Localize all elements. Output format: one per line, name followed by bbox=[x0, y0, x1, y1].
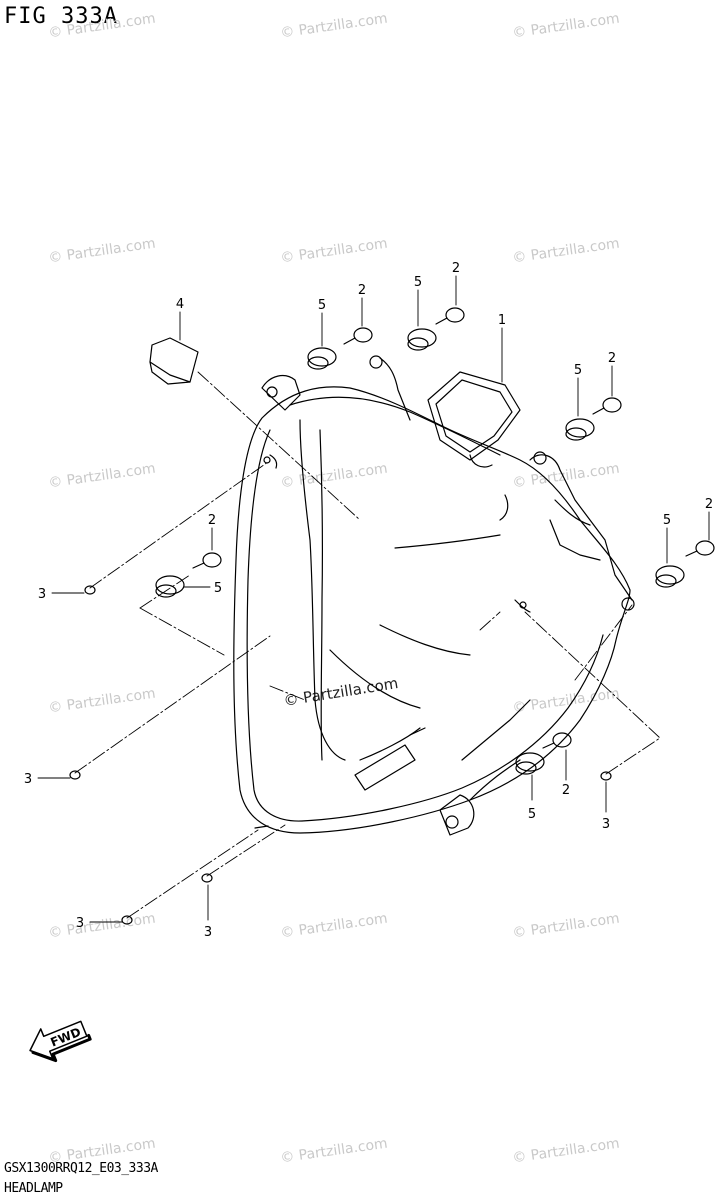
callout-2: 2 bbox=[562, 783, 570, 798]
callout-3: 3 bbox=[602, 817, 610, 832]
headlamp-housing bbox=[233, 355, 635, 836]
callout-2: 2 bbox=[608, 351, 616, 366]
callout-numbers: 1 2 2 2 2 2 2 3 3 3 3 3 3 4 5 5 5 5 5 5 bbox=[24, 261, 713, 940]
figure-title: FIG 333A bbox=[4, 4, 118, 29]
callout-5: 5 bbox=[528, 807, 536, 822]
callout-3: 3 bbox=[38, 587, 46, 602]
part-5-grommets bbox=[155, 328, 685, 775]
callout-5: 5 bbox=[318, 298, 326, 313]
fwd-arrow-icon: FWD bbox=[29, 1020, 92, 1063]
callout-1: 1 bbox=[498, 313, 506, 328]
part-4-label-sticker bbox=[149, 337, 199, 385]
part-2-screws bbox=[192, 307, 715, 749]
callout-3: 3 bbox=[76, 916, 84, 931]
part-3-clips bbox=[69, 585, 612, 925]
callout-3: 3 bbox=[204, 925, 212, 940]
leader-lines bbox=[37, 275, 710, 923]
callout-2: 2 bbox=[452, 261, 460, 276]
callout-5: 5 bbox=[663, 513, 671, 528]
diagram-code: GSX1300RRQ12_E03_333A bbox=[4, 1161, 158, 1176]
callout-2: 2 bbox=[358, 283, 366, 298]
callout-5: 5 bbox=[574, 363, 582, 378]
alignment-lines bbox=[74, 371, 661, 919]
callout-5: 5 bbox=[214, 581, 222, 596]
callout-2: 2 bbox=[208, 513, 216, 528]
diagram-name: HEADLAMP bbox=[4, 1181, 63, 1196]
callout-3: 3 bbox=[24, 772, 32, 787]
callout-4: 4 bbox=[176, 297, 184, 312]
callout-2: 2 bbox=[705, 497, 713, 512]
callout-5: 5 bbox=[414, 275, 422, 290]
